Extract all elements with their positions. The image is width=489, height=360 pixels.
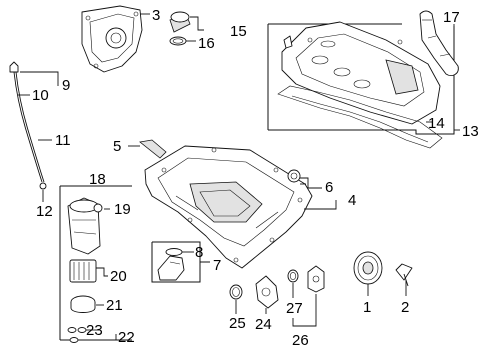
pcv-hose xyxy=(419,10,459,77)
callout-21: 21 xyxy=(106,297,123,314)
cap-seal-ring xyxy=(169,36,187,46)
callout-8: 8 xyxy=(195,244,203,261)
callout-13: 13 xyxy=(462,123,479,140)
callout-26-27-leaders xyxy=(292,283,317,327)
callout-5: 5 xyxy=(113,138,121,155)
drain-plug-and-seal xyxy=(287,169,301,183)
callout-15-16-leaders xyxy=(186,16,204,42)
oil-cooler-housing xyxy=(255,275,279,314)
seal-ring-27 xyxy=(287,269,299,283)
callout-22: 22 xyxy=(118,329,135,346)
seal-ring-25 xyxy=(229,284,243,314)
callout-22-23-leaders xyxy=(78,329,117,341)
callout-11: 11 xyxy=(55,132,71,149)
oil-pickup-bracket xyxy=(151,241,210,283)
callout-15: 15 xyxy=(230,23,247,40)
callout-17: 17 xyxy=(443,9,460,26)
callout-20-leader xyxy=(96,267,108,277)
callout-14: 14 xyxy=(428,115,445,132)
callout-7: 7 xyxy=(213,257,221,274)
callout-19: 19 xyxy=(114,201,131,218)
callout-12: 12 xyxy=(36,203,53,220)
callout-23: 23 xyxy=(86,322,103,339)
callout-18: 18 xyxy=(89,171,106,188)
callout-25: 25 xyxy=(229,315,246,332)
timing-cover xyxy=(81,5,143,73)
callout-4: 4 xyxy=(348,192,356,209)
filter-housing-plug xyxy=(93,203,110,213)
fitting-26 xyxy=(307,265,325,293)
callout-10: 10 xyxy=(32,87,49,104)
callout-2: 2 xyxy=(401,299,409,316)
callout-20: 20 xyxy=(110,268,127,285)
oil-pickup-seal xyxy=(165,248,194,256)
oil-level-sensor xyxy=(128,139,167,159)
filter-cap-o-rings xyxy=(67,327,87,343)
callout-3: 3 xyxy=(152,7,160,24)
callout-9: 9 xyxy=(62,77,70,94)
callout-13-14-leaders xyxy=(426,121,460,131)
oil-filter-cap xyxy=(70,295,96,313)
callout-9-10-11-12-leaders xyxy=(18,71,59,202)
oil-filter-housing xyxy=(67,197,101,255)
callout-6: 6 xyxy=(325,179,333,196)
crankshaft-pulley xyxy=(353,251,383,296)
callout-16: 16 xyxy=(198,35,215,52)
callout-24: 24 xyxy=(255,316,272,333)
oil-filler-cap xyxy=(169,11,191,33)
oil-pan xyxy=(144,145,313,269)
dipstick xyxy=(9,61,47,190)
valve-cover xyxy=(281,21,441,125)
valve-cover-gasket xyxy=(277,85,443,149)
oil-pickup-tube xyxy=(157,255,185,281)
pulley-bolt xyxy=(395,263,413,296)
valve-cover-bolt xyxy=(283,35,293,49)
callout-27: 27 xyxy=(286,300,303,317)
oil-filter-element xyxy=(69,259,97,283)
callout-26: 26 xyxy=(292,332,309,349)
callout-4-6-leaders xyxy=(300,177,337,210)
callout-1: 1 xyxy=(363,299,371,316)
